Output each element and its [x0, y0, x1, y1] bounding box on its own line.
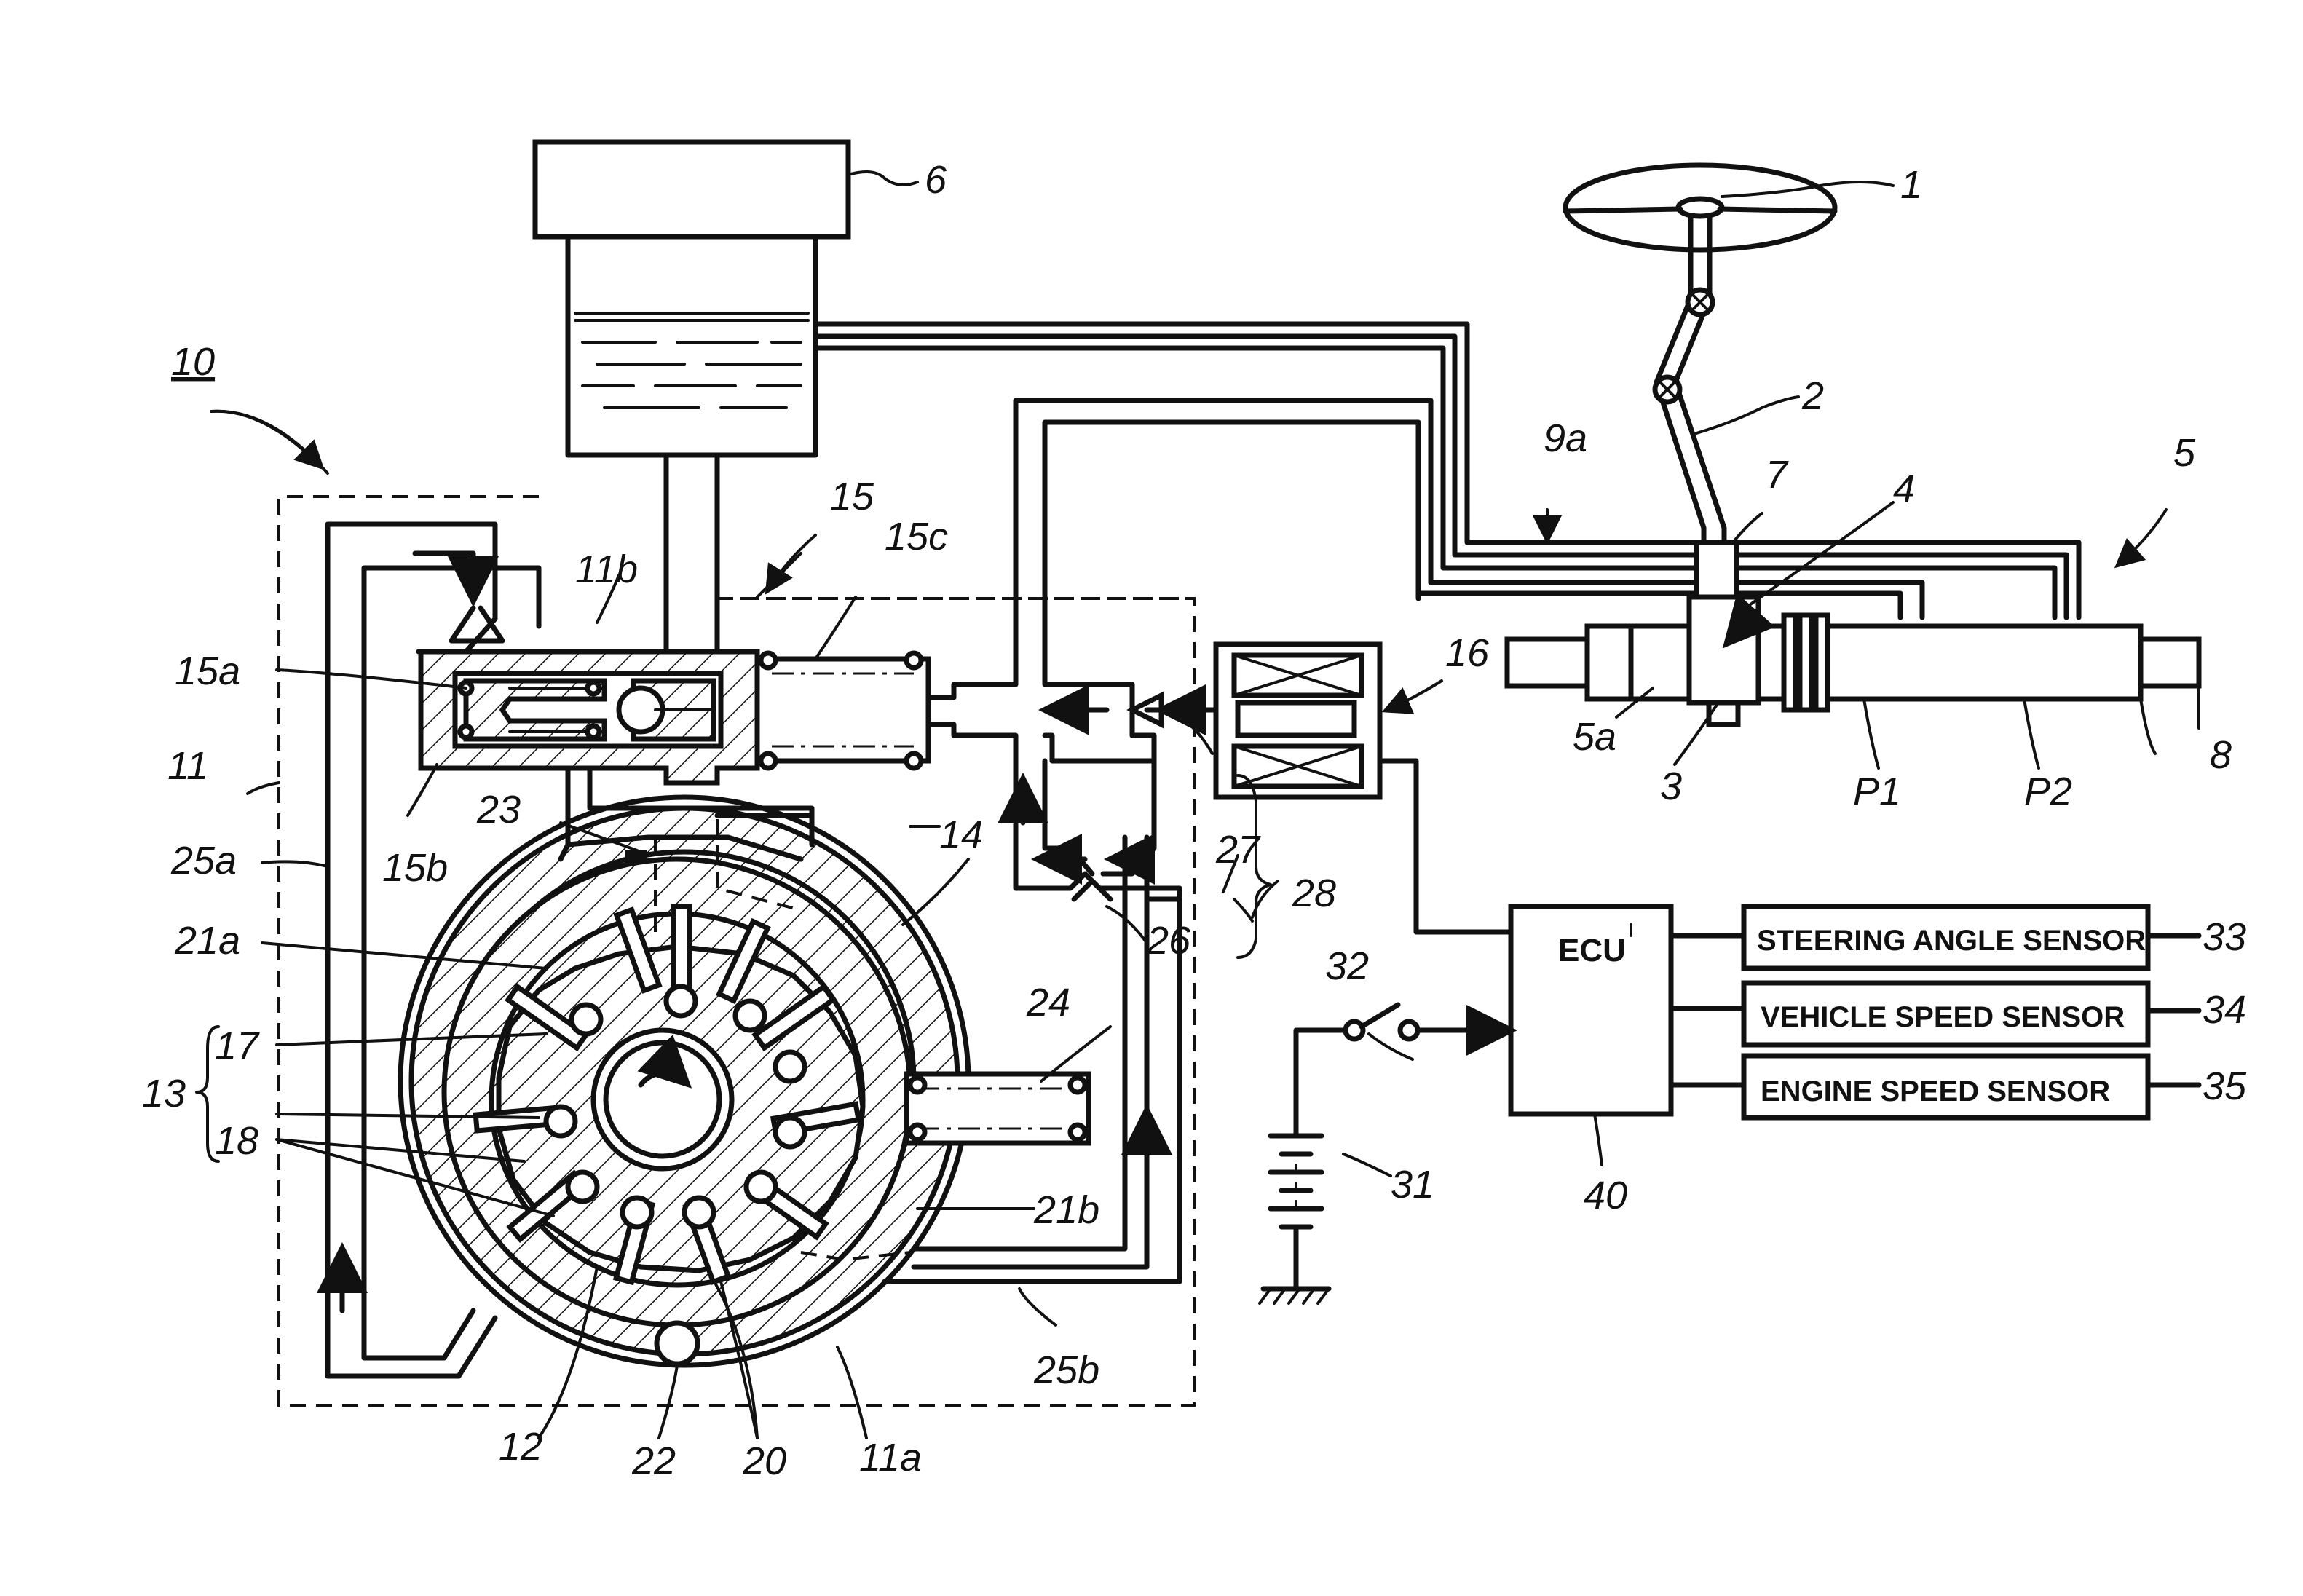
label-32: 32 — [1325, 944, 1369, 988]
label-28: 28 — [1292, 872, 1336, 915]
arrow-10 — [211, 411, 320, 466]
label-31: 31 — [1391, 1163, 1434, 1206]
label-5: 5 — [2173, 431, 2196, 475]
battery-icon — [1271, 1136, 1322, 1289]
label-33: 33 — [2203, 915, 2246, 959]
label-14: 14 — [939, 813, 983, 857]
label-23: 23 — [476, 788, 521, 831]
label-9a: 9a — [1544, 416, 1587, 460]
label-11b: 11b — [575, 548, 638, 591]
label-21a: 21a — [174, 919, 240, 963]
ecu-block: ECU — [1511, 906, 1744, 1114]
label-15: 15 — [830, 475, 874, 518]
engine-speed-sensor-label: ENGINE SPEED SENSOR — [1761, 1075, 2110, 1107]
label-17: 17 — [215, 1024, 260, 1068]
steering-wheel-icon — [1565, 165, 1835, 250]
label-24: 24 — [1026, 981, 1070, 1024]
label-5a: 5a — [1573, 715, 1616, 759]
label-8: 8 — [2210, 733, 2232, 777]
vehicle-speed-sensor-label: VEHICLE SPEED SENSOR — [1761, 1001, 2125, 1033]
label-34: 34 — [2203, 988, 2246, 1032]
label-10: 10 — [171, 340, 215, 384]
arrow-16 — [1387, 681, 1442, 710]
label-25a: 25a — [170, 839, 237, 882]
arrow-5 — [2119, 510, 2166, 564]
label-4: 4 — [1893, 467, 1915, 511]
label-21b: 21b — [1033, 1188, 1099, 1232]
label-18: 18 — [215, 1119, 258, 1163]
steering-assembly — [1507, 165, 2199, 724]
label-7: 7 — [1766, 453, 1789, 497]
label-11: 11 — [167, 744, 208, 788]
label-P2: P2 — [2024, 770, 2072, 813]
label-2: 2 — [1801, 374, 1824, 418]
return-line — [815, 324, 2079, 641]
label-6: 6 — [925, 158, 947, 202]
label-3: 3 — [1660, 765, 1682, 808]
label-25b: 25b — [1033, 1348, 1099, 1392]
switch-icon — [1296, 1005, 1507, 1136]
ecu-label: ECU — [1558, 933, 1626, 968]
label-13: 13 — [142, 1072, 186, 1115]
label-11a: 11a — [859, 1436, 922, 1480]
label-15c: 15c — [885, 515, 948, 558]
label-40: 40 — [1584, 1174, 1627, 1217]
label-15a: 15a — [175, 649, 240, 693]
label-22: 22 — [631, 1439, 676, 1483]
sensor-engine-speed: ENGINE SPEED SENSOR — [1744, 1056, 2199, 1118]
label-1: 1 — [1900, 163, 1922, 207]
ground-icon — [1260, 1289, 1329, 1303]
label-P1: P1 — [1853, 770, 1901, 813]
label-16: 16 — [1445, 631, 1490, 675]
label-35: 35 — [2203, 1064, 2247, 1108]
label-12: 12 — [499, 1425, 542, 1469]
sensor-vehicle-speed: VEHICLE SPEED SENSOR — [1744, 983, 2199, 1045]
label-27: 27 — [1215, 828, 1261, 872]
label-20: 20 — [742, 1439, 786, 1483]
label-15b: 15b — [382, 846, 448, 890]
steering-angle-sensor-label: STEERING ANGLE SENSOR — [1757, 925, 2146, 957]
sensor-steering-angle: STEERING ANGLE SENSOR — [1744, 906, 2199, 968]
label-26: 26 — [1146, 919, 1191, 963]
